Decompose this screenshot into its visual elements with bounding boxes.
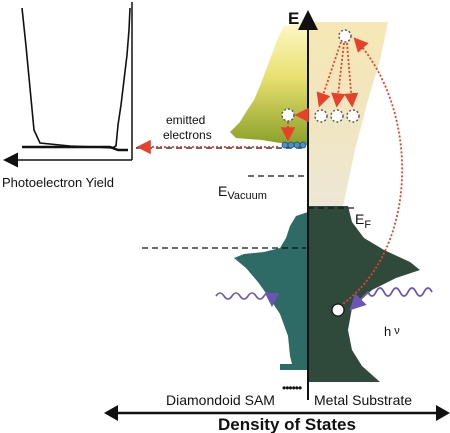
emitted-electron-dots	[281, 141, 307, 149]
ellipsis-dots: ••••••	[282, 381, 302, 395]
photo-hole	[331, 303, 345, 317]
photoelectron-yield-label: Photoelectron Yield	[2, 175, 114, 190]
e-vacuum-label: EVacuum	[218, 183, 267, 202]
photoelectron-yield-inset: Photoelectron Yield	[2, 2, 133, 190]
metal-substrate-label: Metal Substrate	[314, 392, 412, 408]
emitted-label-line2: electrons	[163, 128, 212, 142]
dos-axis-left-arrow	[104, 405, 118, 421]
relaxation-arrows	[316, 41, 359, 108]
dos-axis-label: Density of States	[218, 415, 356, 433]
sam-empty-state	[281, 108, 295, 122]
photon-wave	[349, 287, 433, 311]
yield-baseline	[22, 145, 128, 152]
emitted-label-line1: emitted	[166, 113, 205, 127]
e-fermi-label: EF	[355, 211, 371, 231]
photon-wave-sam	[215, 292, 280, 308]
sam-base-bar	[280, 364, 308, 370]
sam-unoccupied-states	[230, 22, 308, 145]
diamondoid-sam-label: Diamondoid SAM	[166, 392, 275, 408]
metal-filled-states	[308, 206, 420, 382]
relaxed-electron-states	[314, 109, 360, 123]
sam-occupied-states	[234, 212, 308, 364]
yield-curve	[21, 7, 131, 149]
dos-axis-right-arrow	[436, 405, 450, 421]
energy-axis-label: E	[288, 9, 299, 28]
hot-electron-state	[338, 29, 352, 43]
